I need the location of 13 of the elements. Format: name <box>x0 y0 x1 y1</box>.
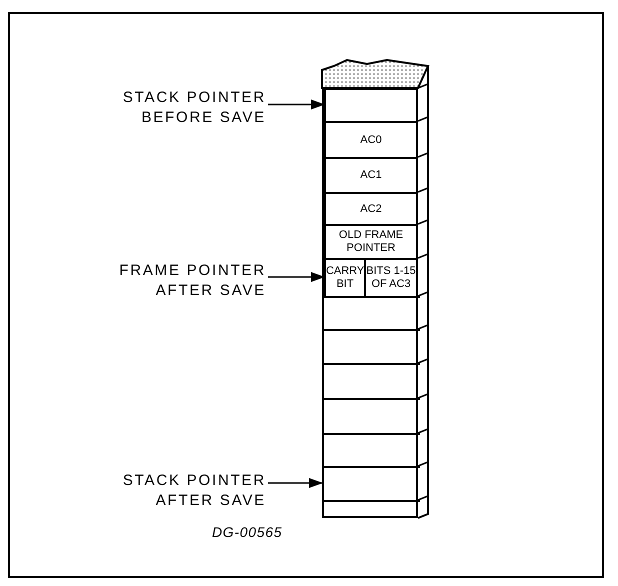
pointer-label: FRAME POINTER AFTER SAVE <box>70 261 266 301</box>
figure-number: DG-00565 <box>212 523 282 542</box>
pointer-label: STACK POINTER BEFORE SAVE <box>70 88 266 128</box>
memory-stack <box>322 88 418 518</box>
arrow <box>268 478 323 488</box>
pointer-label: STACK POINTER AFTER SAVE <box>70 471 266 511</box>
stack-word: AC0 <box>324 121 416 157</box>
stack-word: OLD FRAME POINTER <box>324 224 416 258</box>
stack-word: CARRY BIT <box>324 258 364 296</box>
stack-slot <box>324 88 416 121</box>
stack-word: AC1 <box>324 157 416 192</box>
stack-word: AC2 <box>324 192 416 224</box>
stack-word: BITS 1-15 OF AC3 <box>364 258 416 296</box>
